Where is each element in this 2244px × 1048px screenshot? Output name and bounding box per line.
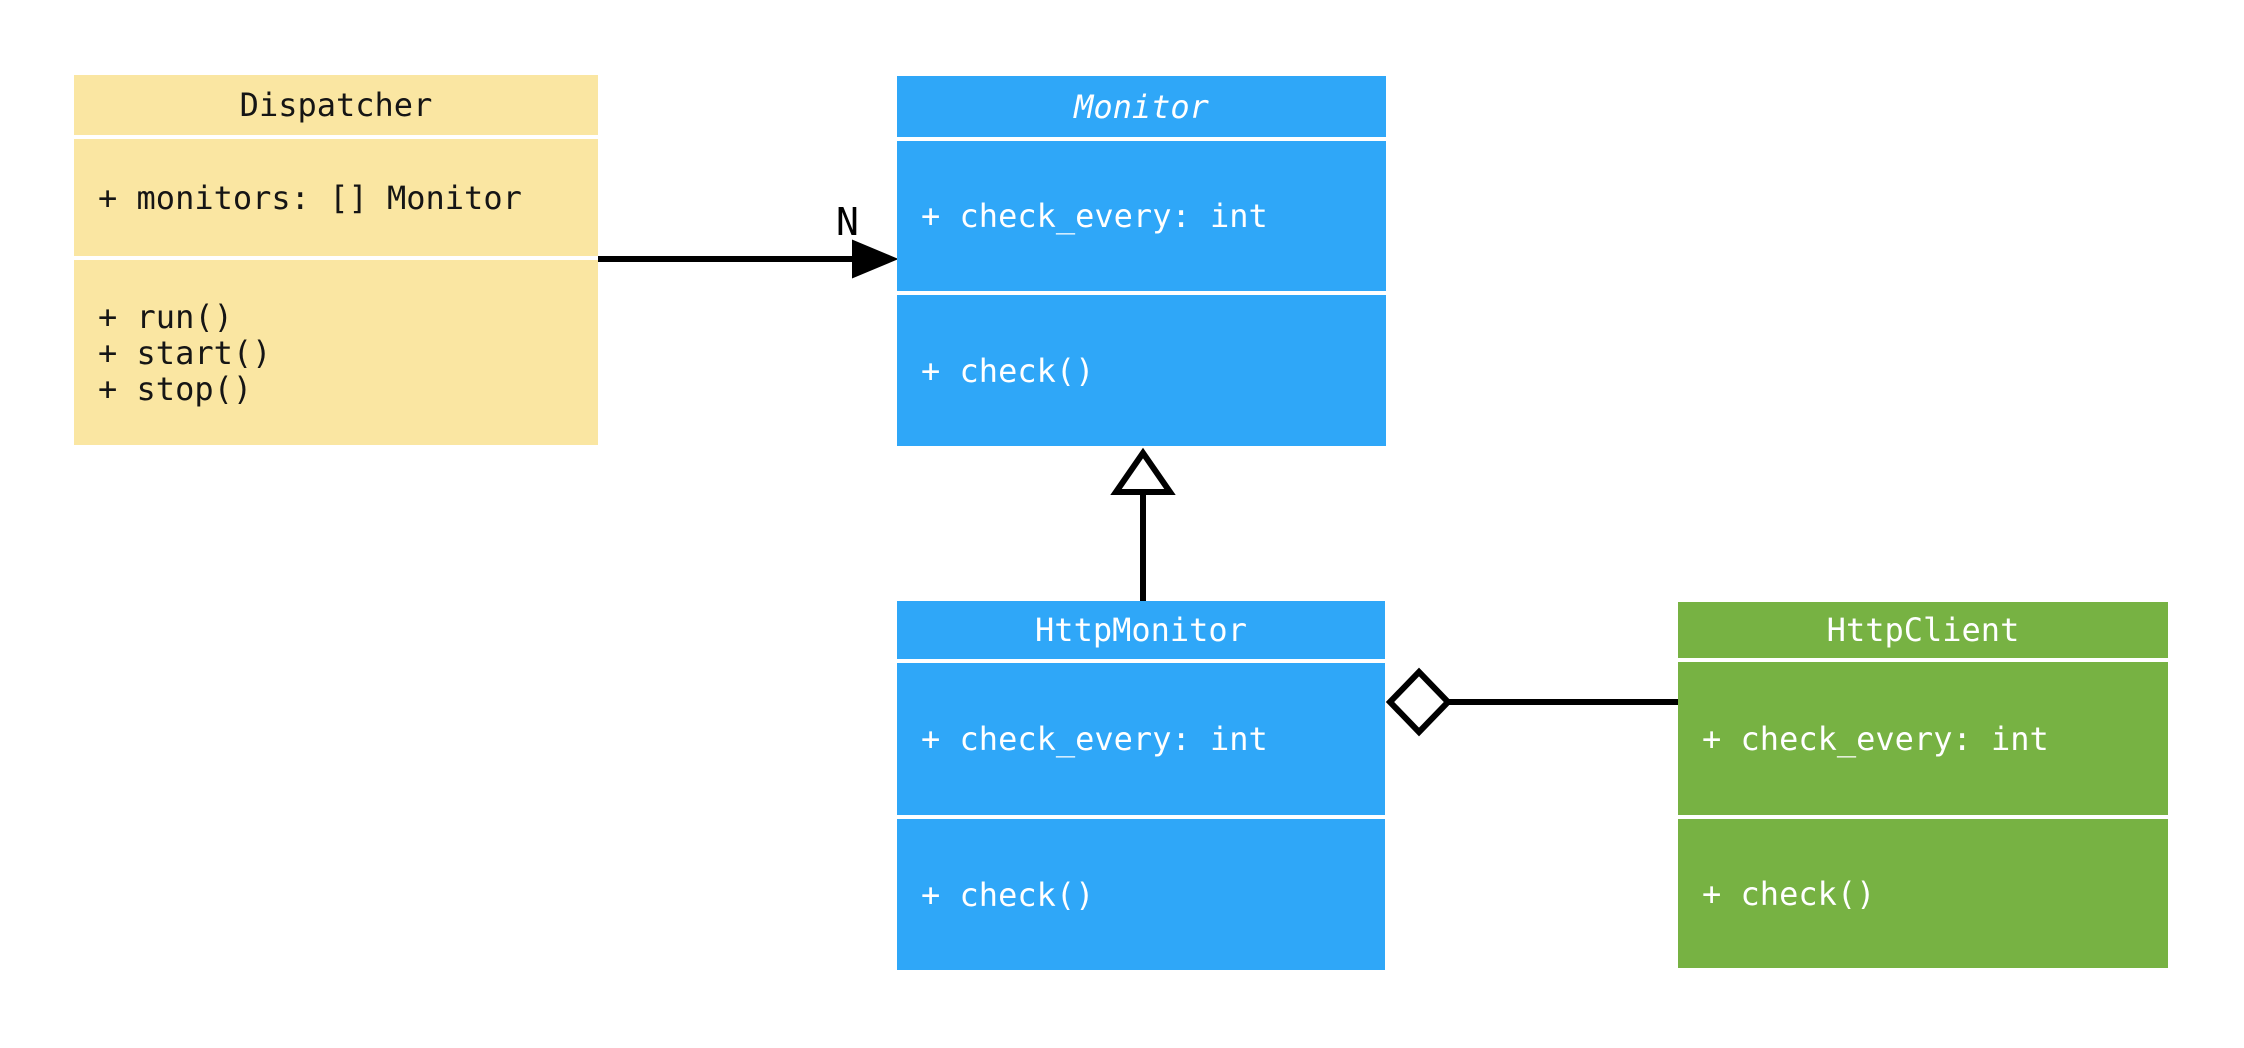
class-httpclient-methods: + check()	[1678, 819, 2168, 968]
class-httpmonitor-title: HttpMonitor	[897, 601, 1385, 659]
method: + start()	[98, 333, 272, 372]
class-monitor-attributes: + check_every: int	[897, 141, 1386, 291]
method: + check()	[1702, 874, 1876, 913]
association-arrow	[598, 239, 899, 279]
class-httpclient-attributes: + check_every: int	[1678, 662, 2168, 815]
method: + run()	[98, 297, 233, 336]
method: + stop()	[98, 369, 253, 408]
class-name: Dispatcher	[239, 86, 433, 124]
inheritance-arrow	[1110, 447, 1176, 601]
class-httpclient: HttpClient + check_every: int + check()	[1678, 602, 2168, 968]
class-dispatcher: Dispatcher + monitors: [] Monitor + run(…	[74, 75, 598, 445]
attribute: + monitors: [] Monitor	[98, 178, 522, 217]
class-dispatcher-title: Dispatcher	[74, 75, 598, 135]
association-multiplicity-label: N	[836, 200, 859, 244]
attribute: + check_every: int	[1702, 719, 2049, 758]
class-monitor-title: Monitor	[897, 76, 1386, 137]
class-httpclient-title: HttpClient	[1678, 602, 2168, 658]
class-httpmonitor-attributes: + check_every: int	[897, 663, 1385, 815]
attribute: + check_every: int	[921, 197, 1268, 235]
aggregation-diamond	[1385, 667, 1678, 737]
method: + check()	[921, 875, 1095, 914]
class-monitor: Monitor + check_every: int + check()	[897, 76, 1386, 446]
method: + check()	[921, 351, 1095, 390]
class-monitor-methods: + check()	[897, 295, 1386, 446]
attribute: + check_every: int	[921, 720, 1268, 758]
class-name: HttpMonitor	[1035, 611, 1247, 649]
class-httpmonitor-methods: + check()	[897, 819, 1385, 970]
class-name: Monitor	[1074, 87, 1209, 126]
class-dispatcher-attributes: + monitors: [] Monitor	[74, 139, 598, 256]
class-name: HttpClient	[1826, 611, 2020, 649]
class-dispatcher-methods: + run() + start() + stop()	[74, 260, 598, 445]
class-httpmonitor: HttpMonitor + check_every: int + check()	[897, 601, 1385, 970]
